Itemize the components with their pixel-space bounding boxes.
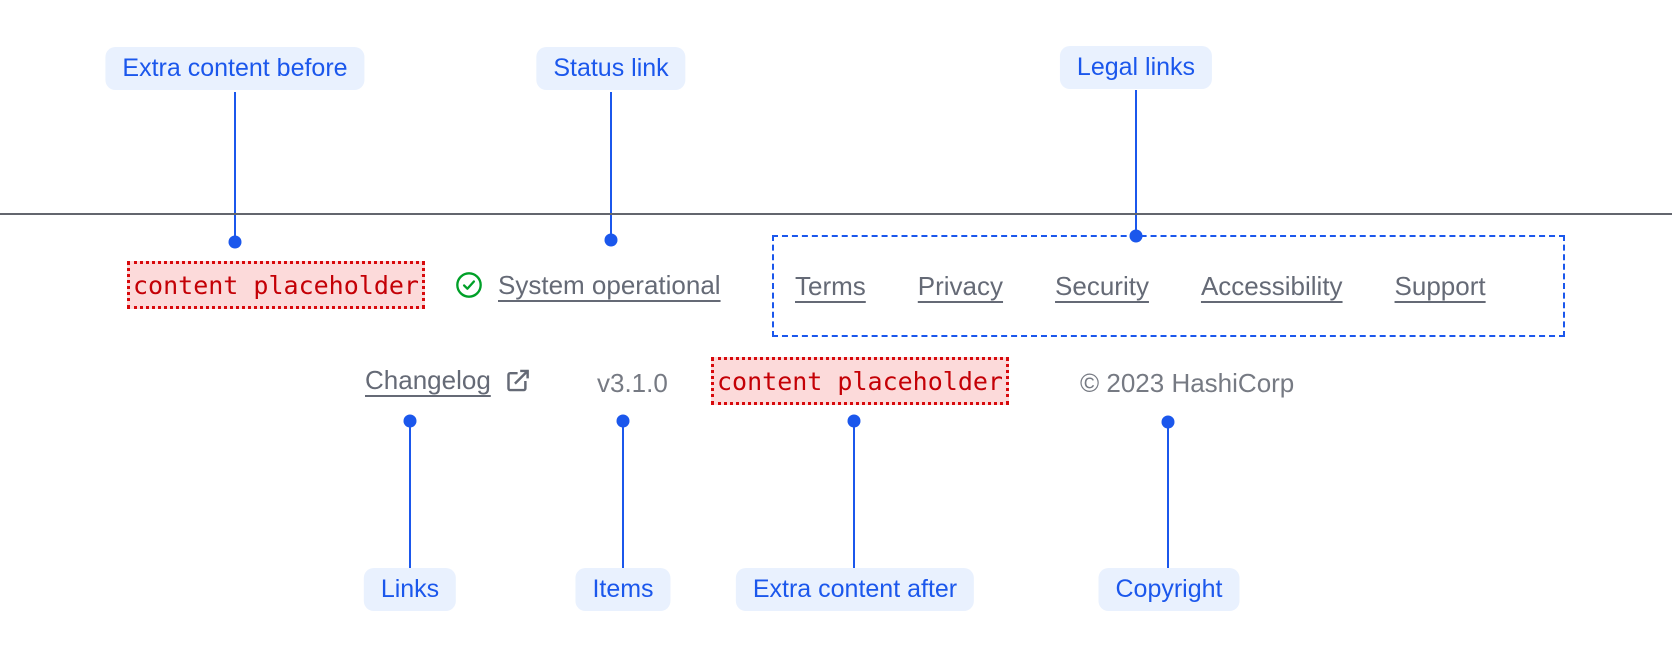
- extra-content-after-placeholder: content placeholder: [711, 357, 1009, 405]
- annotation-label-links: Links: [363, 568, 457, 611]
- leader-line: [409, 421, 411, 568]
- legal-link[interactable]: Support: [1394, 271, 1486, 301]
- check-circle-icon: [455, 271, 483, 299]
- changelog-link[interactable]: Changelog: [365, 365, 531, 395]
- leader-line: [1135, 90, 1137, 236]
- annotation-label-copyright: Copyright: [1098, 568, 1240, 611]
- legal-link[interactable]: Privacy: [917, 271, 1004, 301]
- leader-dot: [228, 235, 242, 249]
- legal-links-group: Terms Privacy Security Accessibility Support: [772, 235, 1565, 337]
- placeholder-text: content placeholder: [133, 270, 419, 300]
- leader-line: [234, 92, 236, 242]
- status-link-label: System operational: [498, 270, 721, 300]
- status-link[interactable]: System operational: [455, 270, 721, 300]
- annotation-label-status-link: Status link: [536, 47, 686, 90]
- annotation-label-items: Items: [575, 568, 671, 611]
- leader-line: [853, 421, 855, 568]
- footer-top-divider: [0, 213, 1672, 215]
- leader-dot: [604, 233, 618, 247]
- annotation-label-legal-links: Legal links: [1059, 46, 1213, 89]
- changelog-link-label: Changelog: [365, 365, 491, 395]
- legal-link[interactable]: Accessibility: [1200, 271, 1343, 301]
- legal-link[interactable]: Security: [1055, 271, 1149, 301]
- external-link-icon: [504, 367, 531, 394]
- placeholder-text: content placeholder: [717, 366, 1003, 396]
- version-text: v3.1.0: [597, 368, 668, 398]
- copyright-text: © 2023 HashiCorp: [1080, 368, 1295, 398]
- leader-line: [610, 92, 612, 240]
- annotation-label-extra-content-after: Extra content after: [735, 568, 975, 611]
- leader-line: [622, 421, 624, 568]
- legal-link[interactable]: Terms: [795, 271, 866, 301]
- extra-content-before-placeholder: content placeholder: [127, 261, 425, 309]
- annotation-label-extra-content-before: Extra content before: [105, 47, 365, 90]
- leader-line: [1167, 422, 1169, 568]
